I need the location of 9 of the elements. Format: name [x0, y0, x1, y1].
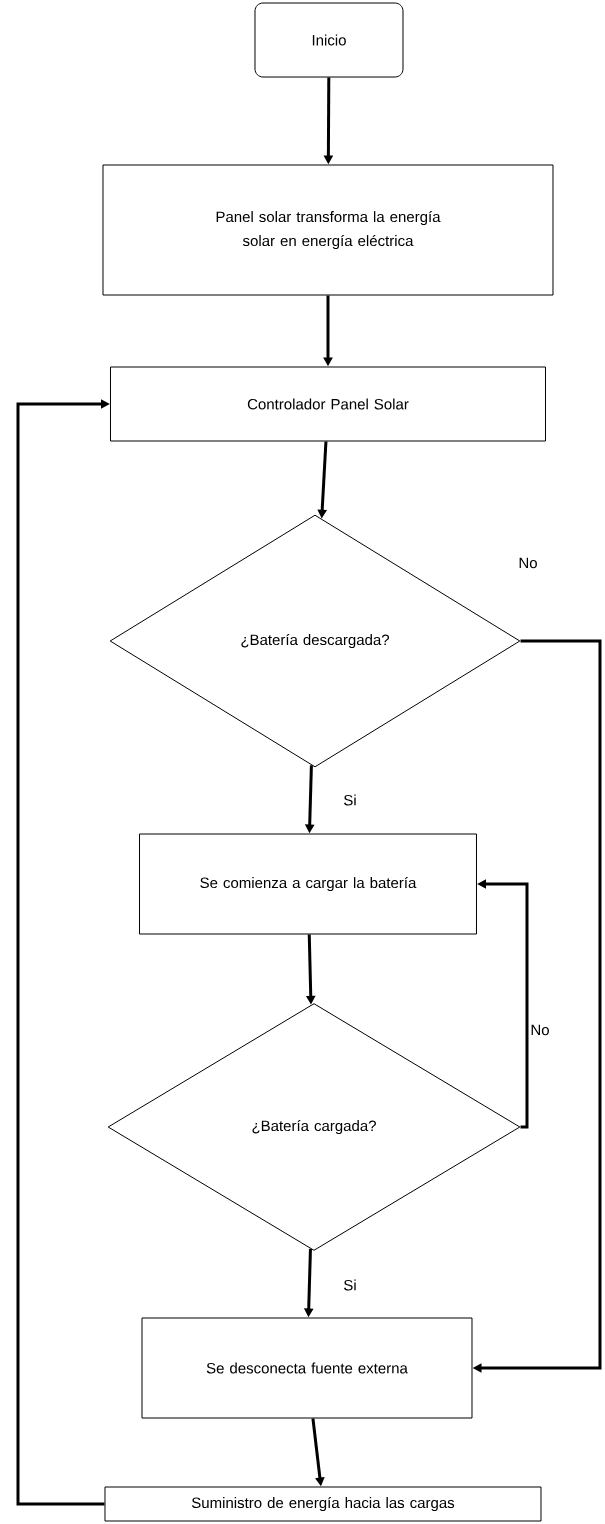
- edge-label: No: [529, 1023, 551, 1037]
- process-box: Panel solar transforma la energía solar en energía eléctrica: [102, 164, 554, 296]
- process-box: Suministro de energía hacia las cargas: [104, 1486, 542, 1522]
- start-box: Inicio: [254, 2, 404, 78]
- process-box: Se desconecta fuente externa: [141, 1317, 473, 1419]
- process-box: Se comienza a cargar la batería: [139, 833, 477, 935]
- edge-label: Si: [342, 793, 358, 807]
- process-box: Controlador Panel Solar: [110, 366, 546, 442]
- edge-label: Si: [342, 1278, 358, 1292]
